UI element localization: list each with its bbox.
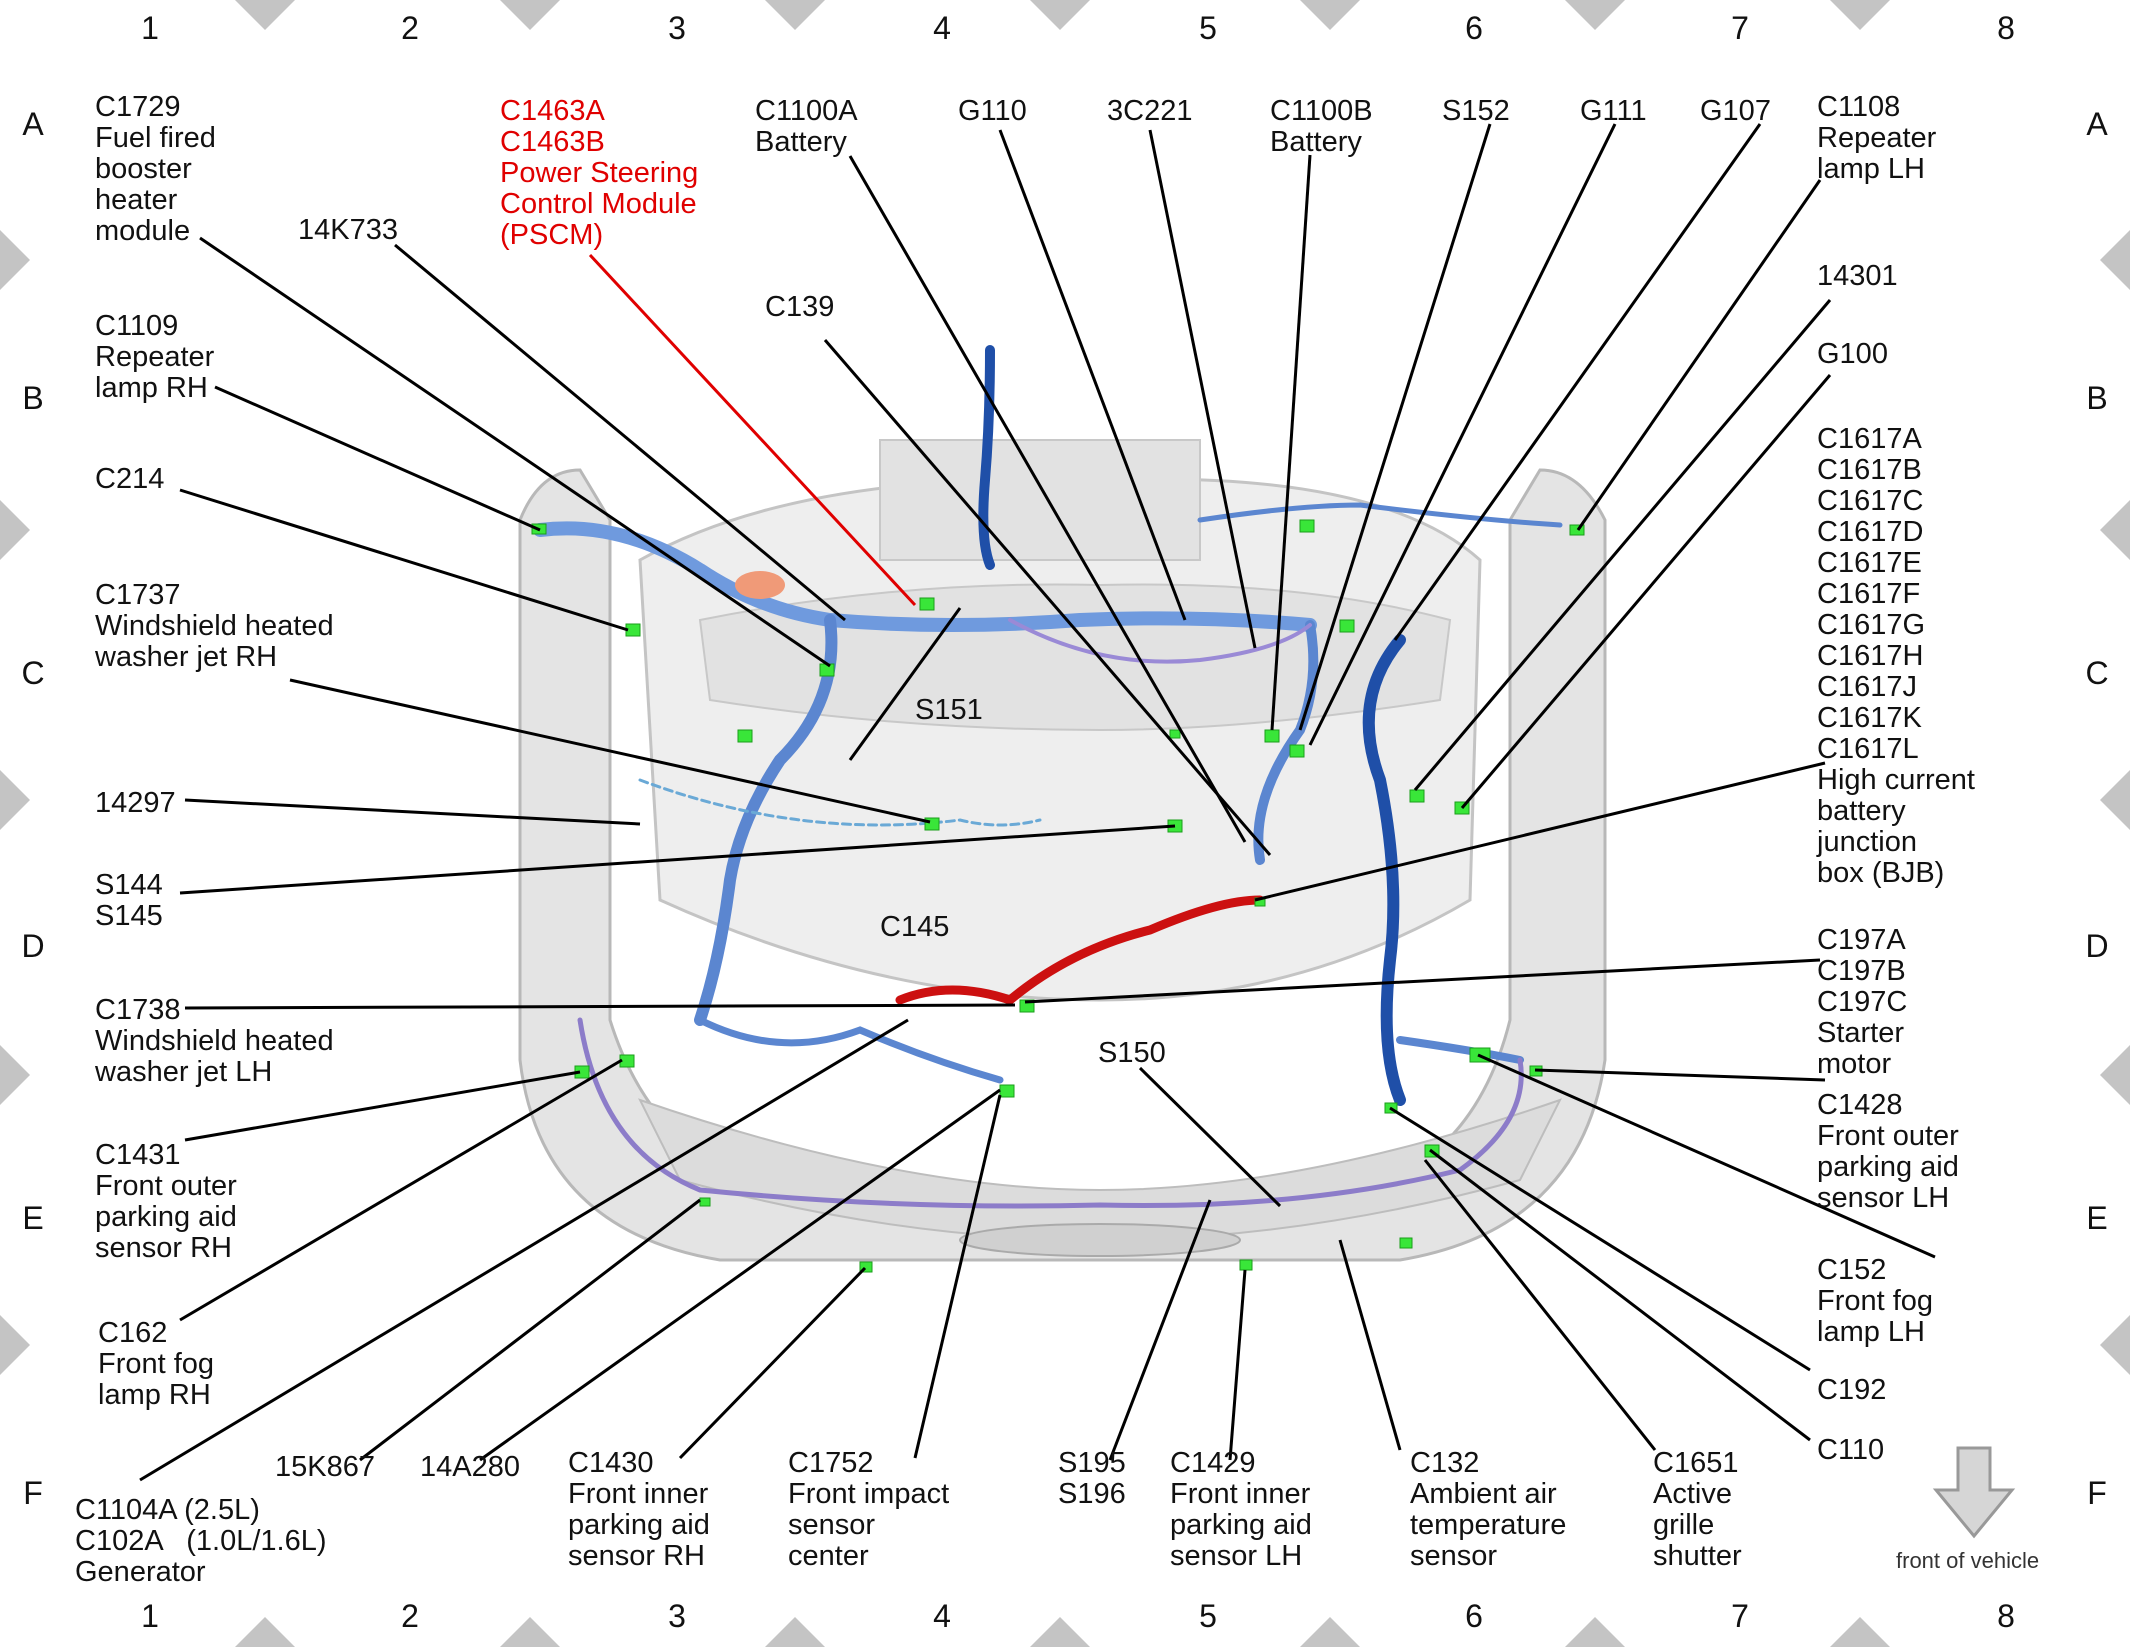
label-c1737: C1737 Windshield heated washer jet RH: [95, 579, 334, 673]
label-c1100b: C1100B Battery: [1270, 95, 1373, 158]
grid-col-7-bottom: 7: [1731, 1598, 1749, 1634]
grid-row-d-right: D: [2085, 928, 2109, 964]
grid-row-e-right: E: [2086, 1200, 2108, 1236]
label-15k867: 15K867: [275, 1451, 375, 1483]
label-c214: C214: [95, 463, 165, 495]
grid-col-6-bottom: 6: [1465, 1598, 1483, 1634]
grid-col-5-bottom: 5: [1199, 1598, 1217, 1634]
leader-lines: [139, 123, 1936, 1482]
label-c1108: C1108 Repeater lamp LH: [1817, 91, 1937, 185]
grid-col-4-top: 4: [933, 10, 951, 46]
salmon-part: [735, 571, 785, 599]
front-of-vehicle-caption: front of vehicle: [1896, 1548, 2040, 1573]
label-c1752: C1752 Front impact sensor center: [788, 1447, 950, 1572]
grid-col-3-bottom: 3: [668, 1598, 686, 1634]
grid-col-8-top: 8: [1997, 10, 2015, 46]
label-bjb: C1617A C1617B C1617C C1617D C1617E C1617…: [1817, 423, 1975, 889]
highlight-leader-line: [588, 253, 917, 607]
label-c132: C132 Ambient air temperature sensor: [1410, 1447, 1567, 1572]
label-s151: S151: [915, 694, 983, 726]
label-pscm: C1463A C1463B Power Steering Control Mod…: [500, 95, 699, 251]
grid-col-2-top: 2: [401, 10, 419, 46]
grid-col-3-top: 3: [668, 10, 686, 46]
label-14k733: 14K733: [298, 214, 398, 246]
grid-row-f-right: F: [2087, 1475, 2107, 1511]
grid-row-a-right: A: [2086, 106, 2108, 142]
grid-row-d-left: D: [21, 928, 45, 964]
label-s150: S150: [1098, 1037, 1166, 1069]
label-c1100a: C1100A Battery: [755, 95, 858, 158]
label-c1109: C1109 Repeater lamp RH: [95, 310, 215, 404]
label-c162: C162 Front fog lamp RH: [98, 1317, 215, 1411]
grid-col-5-top: 5: [1199, 10, 1217, 46]
grid-col-1-bottom: 1: [141, 1598, 159, 1634]
grid-row-a-left: A: [22, 106, 44, 142]
grid-col-6-top: 6: [1465, 10, 1483, 46]
label-14301: 14301: [1817, 260, 1898, 292]
label-c110: C110: [1817, 1434, 1885, 1466]
label-c1431: C1431 Front outer parking aid sensor RH: [95, 1139, 237, 1264]
label-c192: C192: [1817, 1374, 1887, 1406]
grid-col-1-top: 1: [141, 10, 159, 46]
label-g110: G110: [958, 95, 1027, 127]
grid-row-c-left: C: [21, 655, 45, 691]
grid-row-f-left: F: [23, 1475, 43, 1511]
label-14297: 14297: [95, 787, 176, 819]
label-c152: C152 Front fog lamp LH: [1817, 1254, 1934, 1348]
label-c197: C197A C197B C197C Starter motor: [1817, 924, 1908, 1080]
label-c145: C145: [880, 911, 950, 943]
label-c1651: C1651 Active grille shutter: [1653, 1447, 1742, 1572]
grid-col-8-bottom: 8: [1997, 1598, 2015, 1634]
label-generator: C1104A (2.5L) C102A (1.0L/1.6L) Generato…: [75, 1494, 327, 1588]
label-g107: G107: [1700, 95, 1771, 127]
grid-row-c-right: C: [2085, 655, 2109, 691]
label-c1738: C1738 Windshield heated washer jet LH: [95, 994, 334, 1088]
label-s195: S195 S196: [1058, 1447, 1126, 1510]
label-3c221: 3C221: [1107, 95, 1193, 127]
label-g100: G100: [1817, 338, 1888, 370]
grid-col-4-bottom: 4: [933, 1598, 951, 1634]
label-c1429: C1429 Front inner parking aid sensor LH: [1170, 1447, 1312, 1572]
label-c1428: C1428 Front outer parking aid sensor LH: [1817, 1089, 1959, 1214]
grid-row-e-left: E: [22, 1200, 44, 1236]
front-arrow-icon: [1932, 1446, 2016, 1539]
grid-col-7-top: 7: [1731, 10, 1749, 46]
label-c1430: C1430 Front inner parking aid sensor RH: [568, 1447, 710, 1572]
label-g111: G111: [1580, 95, 1647, 127]
label-14a280: 14A280: [420, 1451, 520, 1483]
label-s152: S152: [1442, 95, 1510, 127]
grid-row-b-right: B: [2086, 380, 2108, 416]
label-c1729: C1729 Fuel fired booster heater module: [95, 91, 216, 247]
label-s144: S144 S145: [95, 869, 163, 932]
grid-row-b-left: B: [22, 380, 44, 416]
grid-col-2-bottom: 2: [401, 1598, 419, 1634]
label-c139: C139: [765, 291, 835, 323]
